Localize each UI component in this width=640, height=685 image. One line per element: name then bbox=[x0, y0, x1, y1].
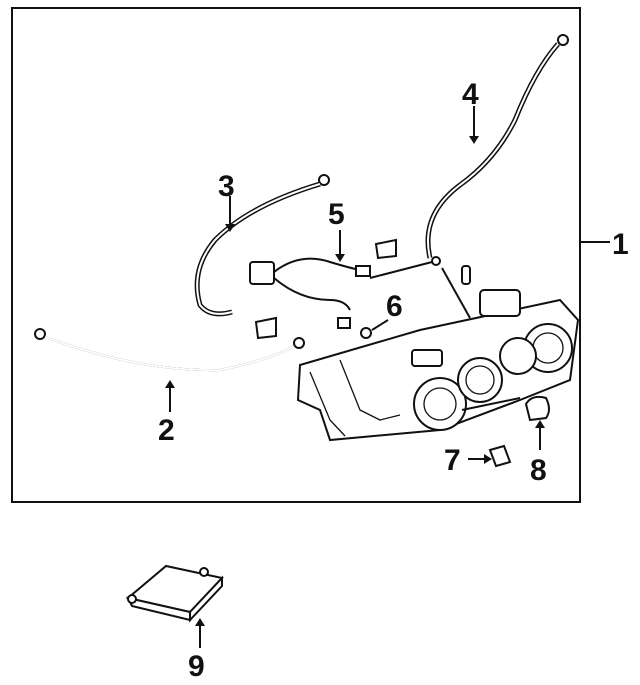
cable-2 bbox=[34, 328, 305, 412]
callout-3: 3 bbox=[218, 170, 235, 203]
callout-5: 5 bbox=[328, 198, 345, 231]
callout-9: 9 bbox=[188, 650, 205, 683]
assembly-frame bbox=[11, 7, 581, 503]
callout-7: 7 bbox=[444, 444, 461, 477]
clip-upper bbox=[374, 238, 397, 260]
callout-8: 8 bbox=[530, 454, 547, 487]
control-assembly bbox=[296, 289, 580, 442]
switch-7 bbox=[468, 444, 512, 468]
bulb bbox=[461, 265, 471, 285]
clip-lower bbox=[254, 316, 277, 340]
bulb-6 bbox=[360, 319, 389, 339]
callout-1: 1 bbox=[612, 228, 629, 261]
cable-4 bbox=[425, 34, 569, 319]
cable-3 bbox=[194, 174, 330, 317]
callout-4: 4 bbox=[462, 78, 479, 111]
callout-2: 2 bbox=[158, 414, 175, 447]
harness-5 bbox=[249, 230, 441, 329]
module-9 bbox=[125, 564, 224, 648]
knob-8 bbox=[524, 395, 550, 450]
callout-6: 6 bbox=[386, 290, 403, 323]
